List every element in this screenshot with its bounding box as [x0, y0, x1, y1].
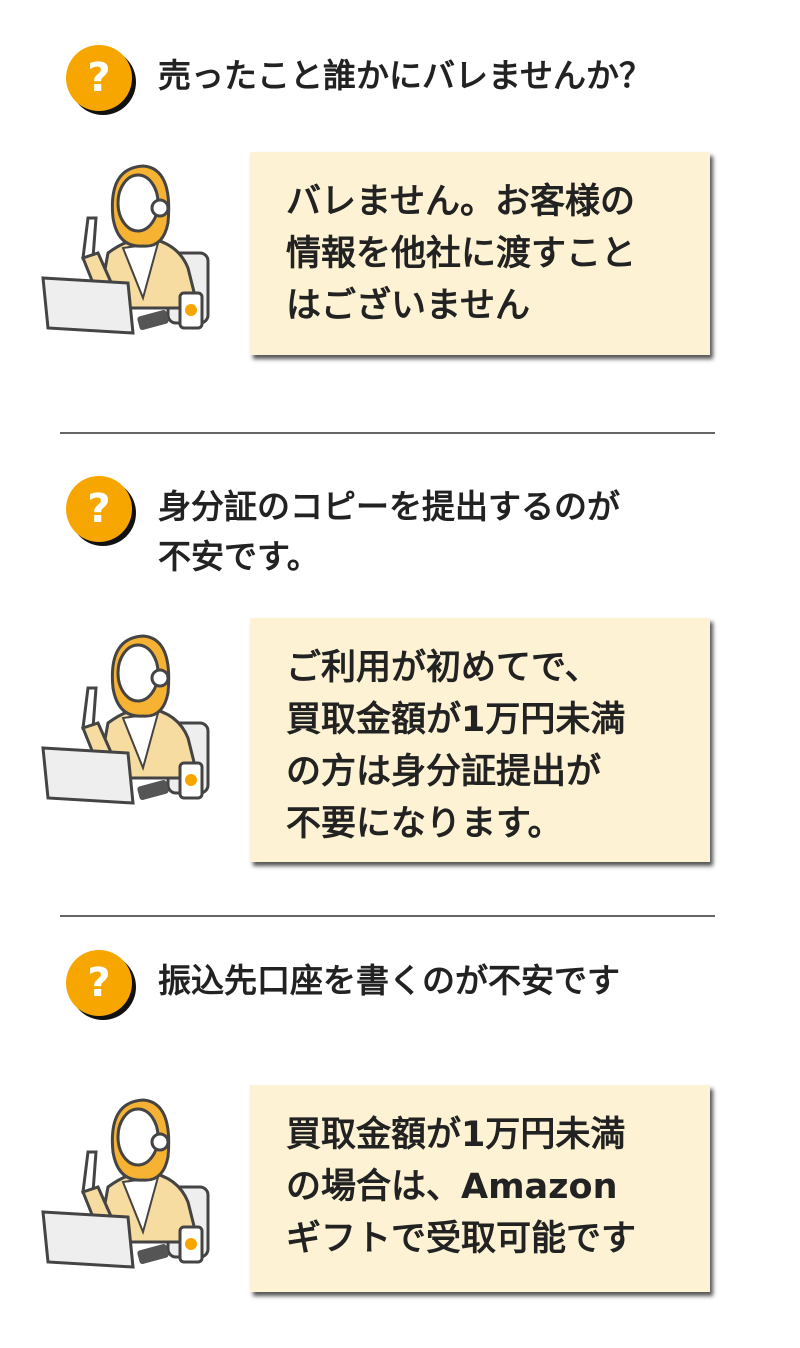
answer-line: 買取金額が1万円未満 — [286, 700, 626, 740]
answer-line: 情報を他社に渡すこと — [286, 234, 637, 274]
operator-illustration — [38, 158, 218, 343]
answer-box: ご利用が初めてで、 買取金額が1万円未満 の方は身分証提出が 不要になります。 — [250, 618, 710, 862]
divider — [60, 432, 715, 434]
answer-line: バレません。お客様の — [286, 182, 635, 222]
operator-illustration — [38, 628, 218, 813]
answer-line: ご利用が初めてで、 — [286, 648, 600, 688]
question-icon: ? — [66, 476, 132, 542]
answer-line: 不要になります。 — [286, 804, 563, 844]
question: ? 身分証のコピーを提出するのが不安です。 — [66, 476, 728, 582]
question-icon: ? — [66, 950, 132, 1016]
question: ? 売ったこと誰かにバレませんか？ — [66, 45, 728, 111]
question: ? 振込先口座を書くのが不安です — [66, 950, 728, 1016]
question-icon: ? — [66, 45, 132, 111]
answer-line: はございません — [286, 286, 530, 326]
answer-box: 買取金額が1万円未満 の場合は、Amazon ギフトで受取可能です — [250, 1085, 710, 1292]
answer-line: ギフトで受取可能です — [286, 1219, 637, 1259]
divider — [60, 915, 715, 917]
answer-line: の場合は、Amazon — [286, 1167, 618, 1207]
operator-illustration — [38, 1092, 218, 1277]
question-line: 不安です。 — [158, 537, 320, 576]
question-line: 身分証のコピーを提出するのが — [158, 487, 620, 526]
question-line: 振込先口座を書くのが不安です — [158, 961, 620, 1000]
answer-line: 買取金額が1万円未満 — [286, 1115, 626, 1155]
answer-line: の方は身分証提出が — [286, 752, 602, 792]
answer-box: バレません。お客様の 情報を他社に渡すこと はございません — [250, 152, 710, 355]
question-line: 売ったこと誰かにバレませんか？ — [158, 56, 653, 95]
